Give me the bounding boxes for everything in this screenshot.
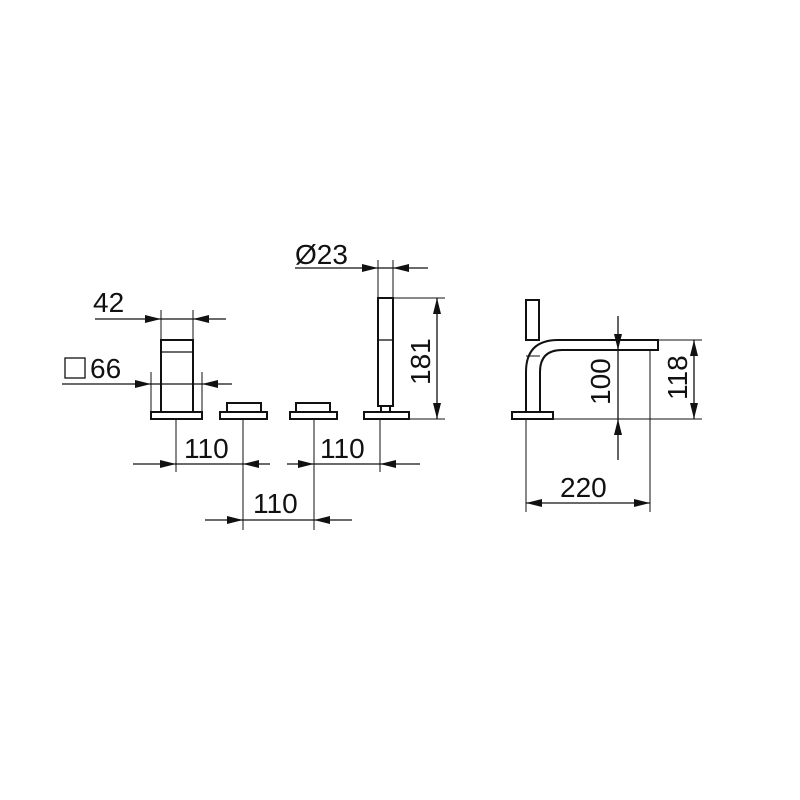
dim-label-dia-23: Ø23	[295, 239, 348, 270]
dim-label-110-left: 110	[184, 433, 229, 464]
dimension-spacing-110-left: 110	[133, 433, 270, 468]
dimension-diameter-23: Ø23	[295, 239, 428, 298]
dim-label-110-right: 110	[320, 433, 365, 464]
dimension-height-181: 181	[393, 297, 445, 420]
dimension-spout-height-118: 118	[553, 339, 702, 420]
square-section-icon	[64, 357, 86, 379]
dimension-spout-height-100: 100	[585, 316, 622, 460]
dim-label-118: 118	[662, 355, 693, 400]
spout-part	[511, 299, 659, 420]
dimension-spout-reach-220: 220	[525, 350, 651, 512]
dim-label-100: 100	[585, 358, 616, 405]
hand-shower-part	[363, 297, 410, 420]
dim-label-110-middle: 110	[253, 488, 298, 519]
valve-part-2	[289, 402, 338, 420]
dimension-width-42: 42	[93, 287, 226, 340]
dim-label-42: 42	[93, 287, 124, 318]
spacing-extension-lines	[175, 419, 381, 530]
dim-label-181: 181	[405, 338, 436, 385]
dimension-spacing-110-middle: 110	[205, 488, 352, 524]
dim-label-220: 220	[560, 472, 607, 503]
dimension-square-66: 66	[62, 353, 232, 412]
valve-part-1	[219, 402, 268, 420]
mixer-lever-part	[150, 339, 203, 420]
dim-label-66: 66	[90, 353, 121, 384]
dimension-spacing-110-right: 110	[287, 433, 420, 468]
